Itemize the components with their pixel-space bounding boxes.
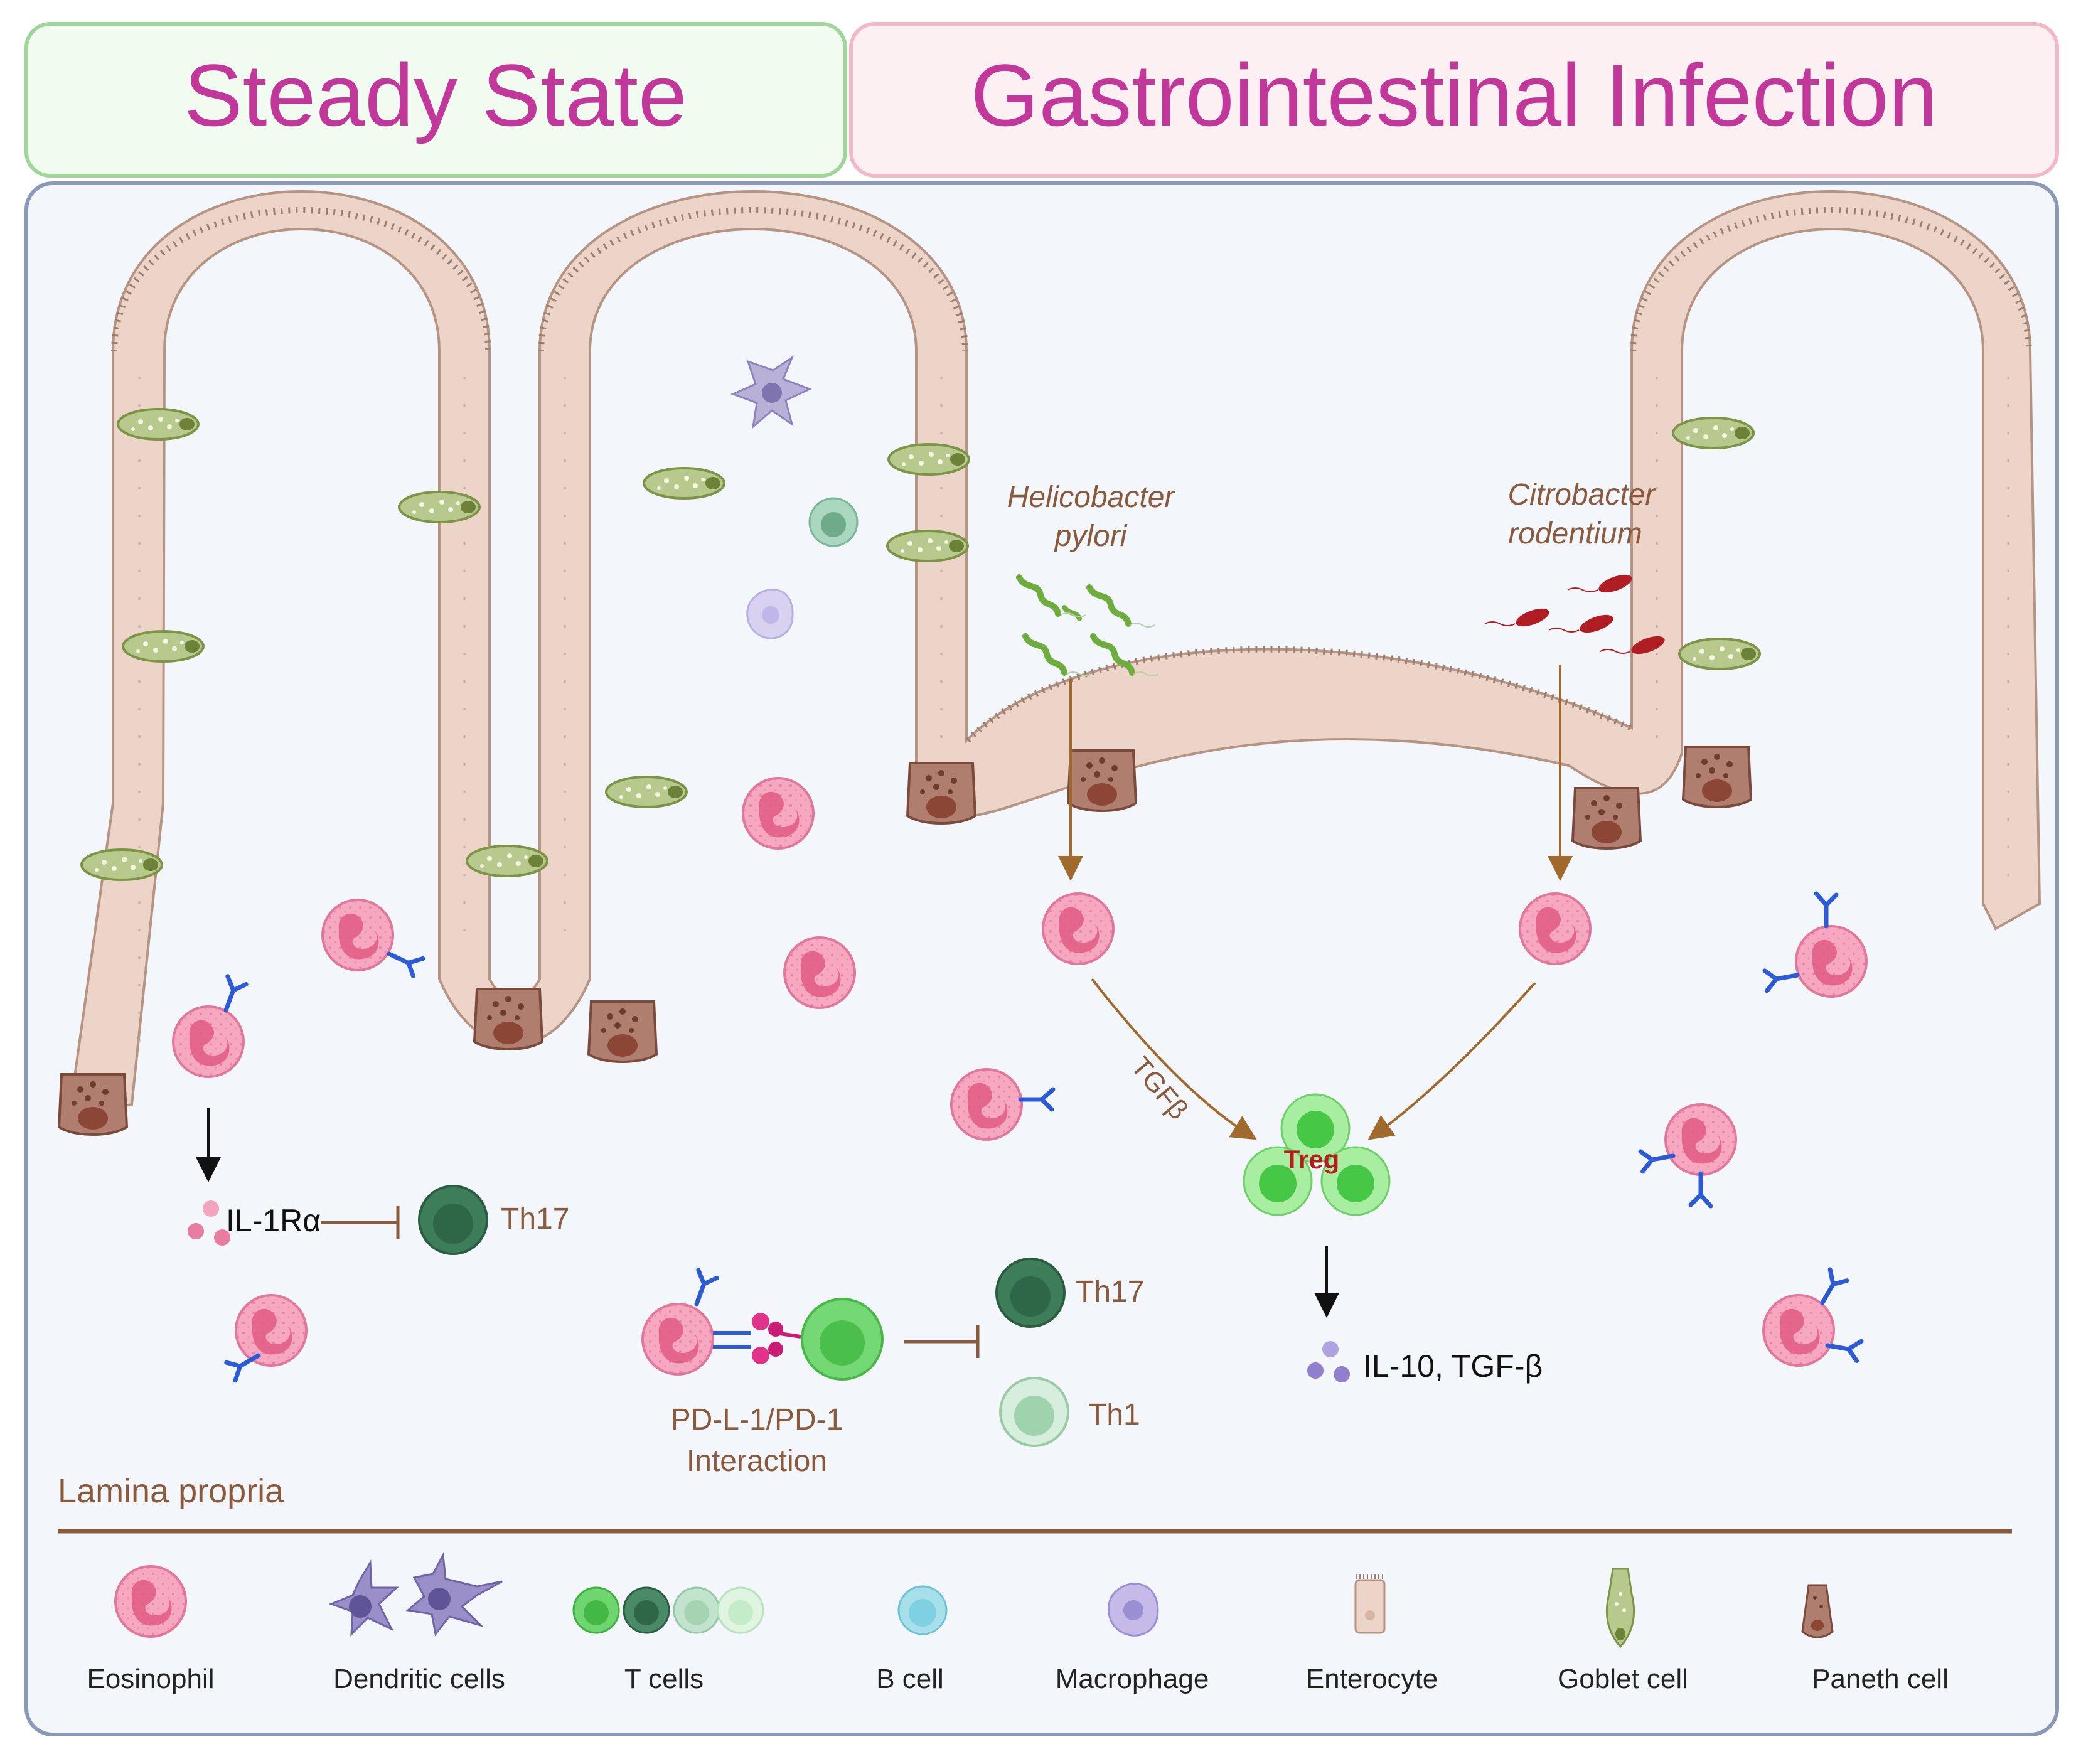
goblet-cell [1672,417,1755,449]
goblet-cell [643,467,725,500]
eosinophil [641,1303,714,1376]
intestinal-epithelium [67,190,2041,1119]
b-cell-icon [897,1585,948,1635]
treg-label: Treg [1284,1145,1340,1174]
paneth-cell [1682,746,1752,808]
pdl1-label-line1: PD-L-1/PD-1 [671,1403,843,1436]
lamina-propria-label: Lamina propria [58,1472,284,1510]
infection-header-box [849,22,2059,178]
citrobacter-label-line2: rodentium [1508,517,1642,550]
enterocyte-icon [1354,1574,1386,1634]
citrobacter-label-line1: Citrobacter [1508,478,1657,511]
macrophage-icon [1108,1583,1159,1637]
eosinophil [321,899,394,971]
t-cell-pd1 [801,1298,884,1381]
helicobacter-label-line2: pylori [1054,520,1128,553]
th1-cell [999,1377,1069,1447]
steady-state-title: Steady State [184,46,687,144]
citrobacter-bacteria-icon [1484,574,1665,655]
legend-label-t-cells: T cells [624,1664,704,1694]
paneth-cell [906,762,976,825]
t-cell-icon [572,1586,764,1634]
dendritic-cell-icon [328,1551,503,1637]
helicobacter-label-line1: Helicobacter [1007,481,1176,514]
th17-cell-left [418,1185,488,1255]
il1ra-label: IL-1Rα [226,1203,321,1238]
legend: Eosinophil Dendritic cells T cells B cel… [87,1551,1949,1694]
eosinophil [1042,892,1115,965]
pdl1-pd1-receptor-icon [713,1313,801,1364]
eosinophil [172,1005,245,1078]
goblet-cell [887,443,970,476]
legend-label-eosinophil: Eosinophil [87,1664,214,1694]
legend-label-macrophage: Macrophage [1056,1664,1209,1694]
eosinophil [950,1068,1023,1141]
goblet-cell [1678,638,1761,670]
legend-label-dendritic-cells: Dendritic cells [333,1664,505,1694]
main-panel [24,181,2059,1736]
legend-label-goblet-cell: Goblet cell [1558,1664,1688,1694]
paneth-cell [58,1073,128,1136]
eosinophil [1664,1103,1737,1176]
eosinophil [1762,1294,1835,1367]
th17-left-label: Th17 [501,1202,569,1236]
th17-center-label: Th17 [1076,1275,1144,1308]
flagella-icon [1060,612,1159,676]
paneth-cell [473,988,543,1050]
tgfb-arrow [1091,978,1257,1140]
dendritic-cell [730,355,812,429]
goblet-cell [605,776,688,808]
eosinophil [235,1294,308,1367]
cytokine-icon [1307,1341,1350,1382]
paneth-cell [1067,749,1137,812]
goblet-cell [117,408,200,441]
eosinophil [742,777,815,850]
eosinophil [783,936,856,1009]
eosinophil [1519,892,1592,965]
goblet-cell [80,848,163,881]
steady-state-header-box [24,22,847,178]
il1ra-cytokine-icon [188,1200,230,1246]
eosinophil-icon [114,1565,187,1638]
goblet-cell-icon [1605,1568,1635,1649]
goblet-cell [886,530,969,562]
legend-label-paneth-cell: Paneth cell [1812,1664,1949,1694]
goblet-cell [466,845,548,877]
th1-label: Th1 [1088,1398,1140,1431]
macrophage [746,589,794,639]
il10-label: IL-10, TGF-β [1363,1349,1543,1384]
paneth-cell [587,1000,658,1063]
paneth-cell-icon [1801,1584,1834,1638]
th17-cell-center [995,1258,1066,1328]
legend-label-enterocyte: Enterocyte [1306,1664,1438,1694]
pdl1-label-line2: Interaction [687,1445,827,1478]
goblet-cell [398,491,481,523]
infection-title: Gastrointestinal Infection [971,46,1938,144]
goblet-cell [122,630,205,663]
eosinophil [1795,925,1868,998]
treg-cell-cluster [1243,1093,1391,1216]
t-cell [808,497,859,547]
eosinophil-to-treg-arrow [1367,981,1536,1140]
paneth-cell [1571,787,1642,850]
legend-label-b-cell: B cell [876,1664,944,1694]
